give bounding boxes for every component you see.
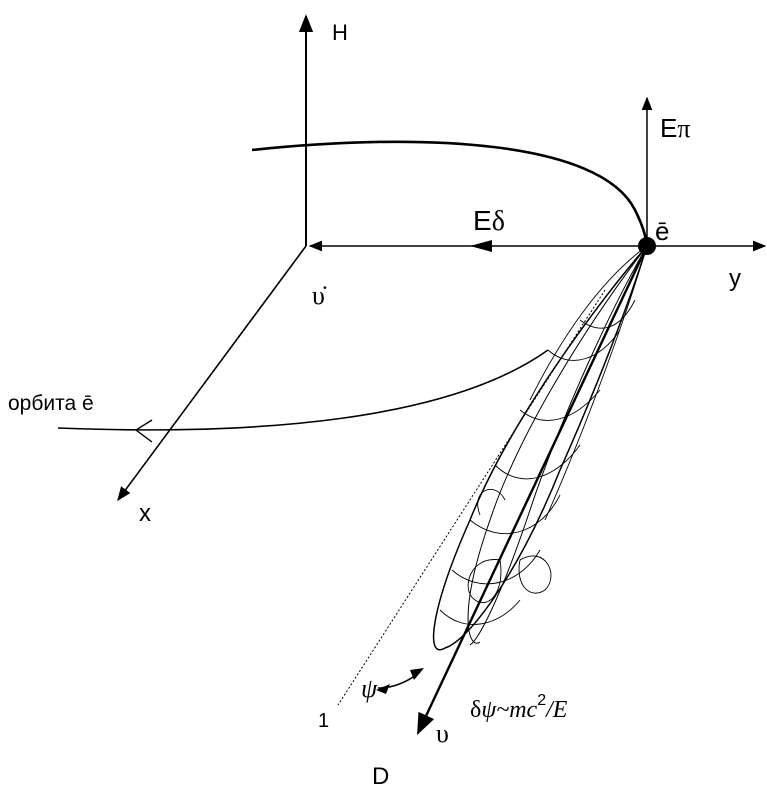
orbit-direction-arrow bbox=[134, 419, 153, 443]
y-axis-label: y bbox=[729, 265, 741, 292]
x-axis bbox=[117, 245, 307, 502]
psi-arrow-right bbox=[410, 668, 424, 680]
line-one-label: 1 bbox=[318, 710, 329, 732]
radiation-lobe bbox=[432, 245, 648, 651]
electron-label: ē bbox=[655, 216, 669, 246]
orbit-label: орбита ē bbox=[8, 392, 94, 415]
psi-label: ψ bbox=[361, 674, 378, 703]
orbit-lower-arc bbox=[57, 349, 549, 431]
upsilon-label: υ bbox=[436, 719, 449, 748]
e-delta-arrowhead bbox=[470, 240, 492, 252]
velocity-vector bbox=[416, 245, 649, 735]
delta-psi-formula: δψ~mc2/E bbox=[470, 692, 568, 723]
x-axis-label: x bbox=[139, 500, 151, 527]
d-axis-label: D bbox=[372, 763, 389, 787]
psi-arrow-left bbox=[376, 684, 390, 694]
orbit-upper-arc bbox=[251, 140, 649, 247]
h-axis-label: H bbox=[332, 20, 348, 45]
electron-dot bbox=[638, 237, 656, 255]
e-pi-label: Eπ bbox=[660, 113, 690, 143]
e-delta-label: Eδ bbox=[473, 205, 505, 237]
origin-label: υ̇ bbox=[312, 281, 327, 310]
